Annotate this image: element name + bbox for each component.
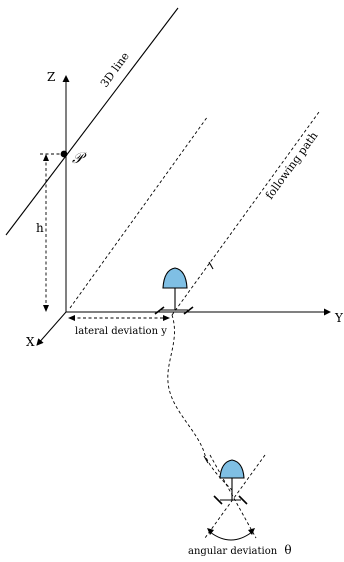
- lateral-deviation-label: lateral deviation y: [75, 326, 167, 337]
- line-3d-label: 3D line: [98, 50, 132, 90]
- point-p: [60, 150, 68, 158]
- following-path-label: following path: [263, 129, 321, 201]
- lateral-arrow-head-left: [68, 315, 75, 321]
- angular-deviation-label: angular deviation θ: [188, 543, 292, 557]
- robot-lower-heading-line: [204, 454, 266, 539]
- line-projection: [69, 115, 209, 309]
- height-arrow-head-bottom: [43, 305, 49, 312]
- following-path: [171, 111, 320, 316]
- robot-trajectory: [167, 314, 233, 491]
- angular-deviation-text: angular deviation: [188, 546, 278, 557]
- robot-upper-sensor: [162, 267, 188, 289]
- axis-x-label: X: [26, 335, 35, 349]
- axis-x: [36, 311, 67, 346]
- height-label: h: [36, 221, 44, 235]
- robot-lower-reference-line: [209, 454, 257, 539]
- axis-y-label: Y: [334, 311, 344, 325]
- lateral-arrow-head-right: [163, 315, 170, 321]
- height-arrow-head-top: [43, 154, 49, 161]
- line-3d: [5, 7, 179, 236]
- axis-z-label: Z: [47, 70, 55, 84]
- angular-deviation-arc: [209, 531, 253, 541]
- robot-lower: [203, 454, 266, 539]
- angular-arc-head-right: [248, 528, 255, 535]
- robot-upper: [154, 261, 214, 315]
- point-p-label: 𝒫: [72, 149, 87, 167]
- angular-deviation-theta: θ: [284, 543, 291, 557]
- angular-arc-head-left: [207, 528, 214, 535]
- robot-lower-sensor: [219, 459, 245, 479]
